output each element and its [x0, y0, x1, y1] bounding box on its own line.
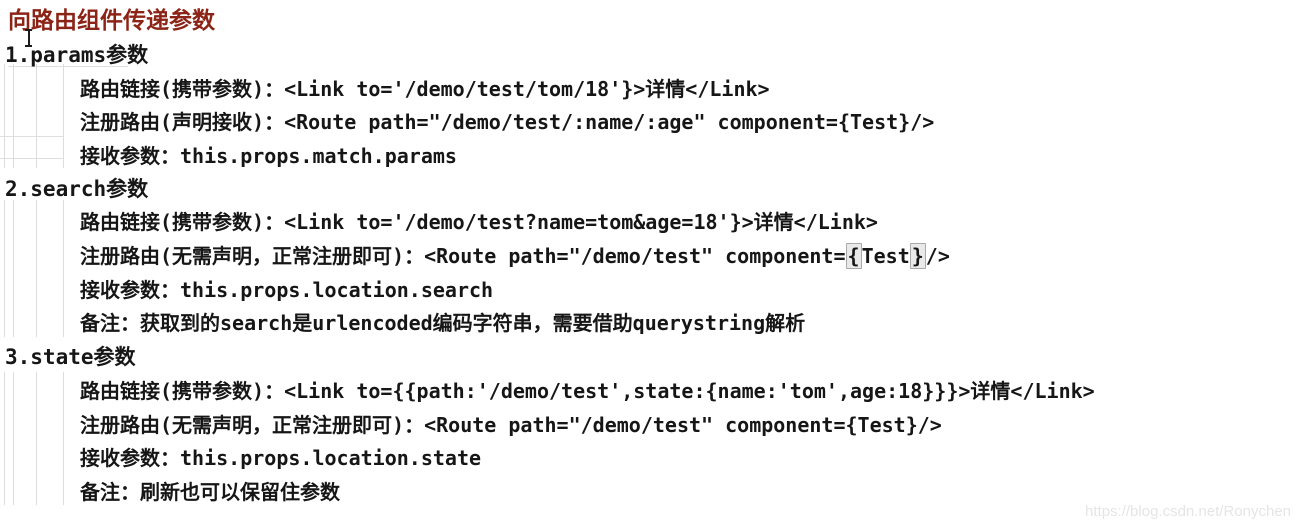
indent-guide	[36, 200, 37, 337]
indent-guide	[4, 372, 5, 505]
grid-line	[0, 136, 64, 137]
indent-guide	[4, 64, 5, 168]
indent-guide	[13, 64, 14, 168]
section-heading-state: 3.state参数	[5, 345, 136, 369]
route-component-name: Test	[861, 244, 910, 268]
indent-guide	[36, 64, 37, 168]
grid-line	[8, 66, 128, 67]
text-cursor-icon	[24, 28, 33, 48]
line-state-link: 路由链接(携带参数)：<Link to={{path:'/demo/test',…	[80, 379, 1095, 403]
indent-guide	[63, 372, 64, 505]
line-state-route: 注册路由(无需声明，正常注册即可)：<Route path="/demo/tes…	[80, 413, 942, 437]
grid-line	[0, 158, 64, 159]
line-state-note: 备注：刷新也可以保留住参数	[80, 480, 340, 504]
indent-guide	[36, 372, 37, 505]
page-title: 向路由组件传递参数	[8, 8, 215, 33]
line-params-link: 路由链接(携带参数)：<Link to='/demo/test/tom/18'}…	[80, 77, 770, 101]
section-heading-params: 1.params参数	[5, 43, 149, 67]
line-search-receive: 接收参数：this.props.location.search	[80, 278, 494, 302]
indent-guide	[13, 200, 14, 337]
watermark: https://blog.csdn.net/Ronychen	[1085, 503, 1291, 520]
indent-guide	[63, 64, 64, 168]
indent-guide	[63, 200, 64, 337]
matched-brace-open: {	[845, 243, 862, 269]
line-search-link: 路由链接(携带参数)：<Link to='/demo/test?name=tom…	[80, 210, 878, 234]
line-params-route: 注册路由(声明接收)：<Route path="/demo/test/:name…	[80, 110, 935, 134]
matched-brace-close: }	[909, 243, 926, 269]
line-params-receive: 接收参数：this.props.match.params	[80, 144, 457, 168]
indent-guide	[13, 372, 14, 505]
route-line-post: />	[925, 244, 950, 268]
route-line-pre: 注册路由(无需声明，正常注册即可)：<Route path="/demo/tes…	[80, 244, 846, 268]
section-heading-search: 2.search参数	[5, 177, 149, 201]
line-search-route: 注册路由(无需声明，正常注册即可)：<Route path="/demo/tes…	[0, 239, 1299, 273]
line-state-receive: 接收参数：this.props.location.state	[80, 446, 482, 470]
indent-guide	[4, 200, 5, 337]
line-search-note: 备注：获取到的search是urlencoded编码字符串，需要借助querys…	[80, 311, 806, 335]
